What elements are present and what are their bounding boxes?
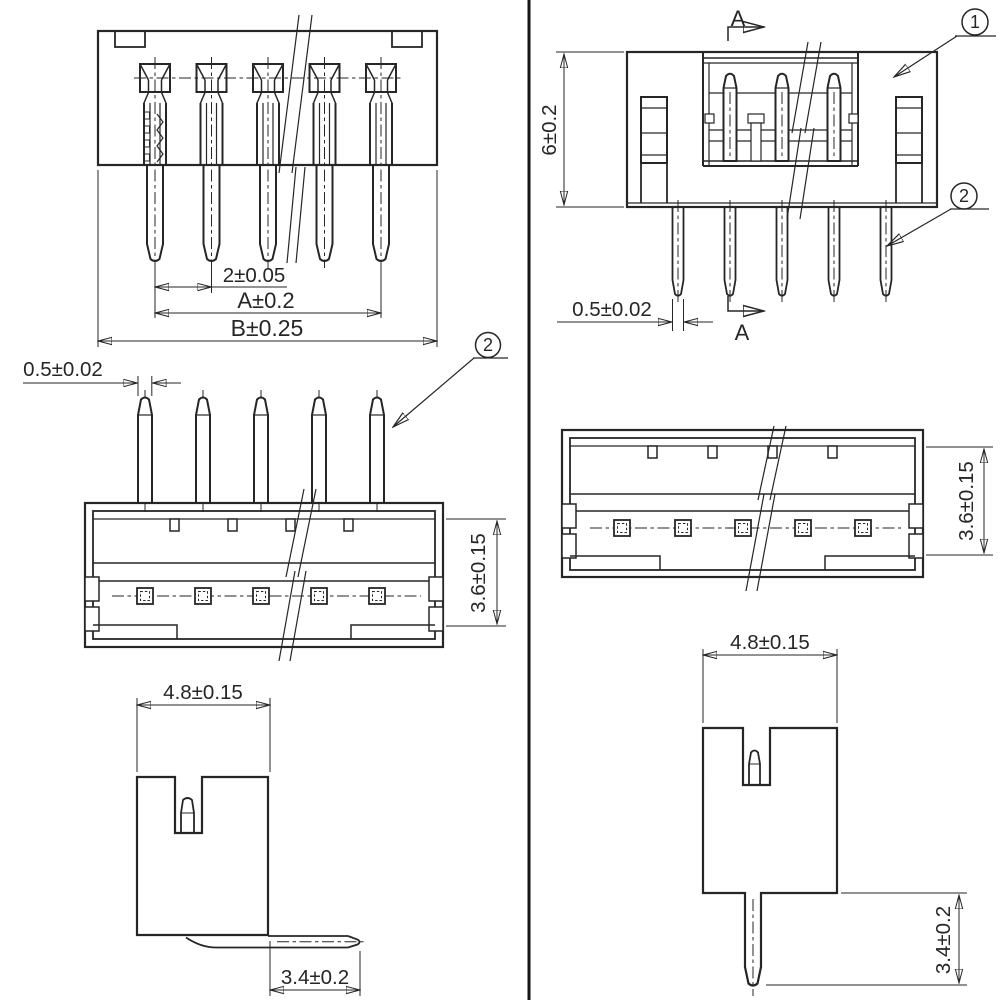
pin xyxy=(826,72,842,162)
housing-body xyxy=(135,775,270,937)
pin xyxy=(723,199,737,303)
break-lines xyxy=(745,425,787,592)
contact xyxy=(310,587,328,605)
balloon-housing-1: 1 xyxy=(894,8,996,77)
view-top: 3.6±0.15 xyxy=(560,425,993,592)
dim-pin-width-label: 0.5±0.02 xyxy=(23,358,103,381)
pin-tip-in-slot xyxy=(748,749,761,785)
dim-overall-width: B±0.25 xyxy=(98,170,437,347)
contact xyxy=(194,587,212,605)
pin xyxy=(195,56,228,269)
dim-body-width-right-angle: 4.8±0.15 xyxy=(137,681,270,772)
pin xyxy=(879,199,893,303)
section-arrow-bottom: A xyxy=(727,296,764,345)
housing-body xyxy=(701,726,839,987)
view-right-angle-side: 4.8±0.15 3.4±0.2 xyxy=(135,681,366,996)
side-rib-right xyxy=(895,96,923,203)
break-lines xyxy=(786,41,822,220)
dim-pin-length-label: 3.4±0.2 xyxy=(932,906,955,974)
keying-notch xyxy=(827,445,838,459)
dim-body-width-label: 4.8±0.15 xyxy=(163,681,243,704)
dim-height: 6±0.2 xyxy=(538,51,624,208)
housing-body xyxy=(560,428,925,579)
view-straight-side: 4.8±0.15 3.4±0.2 xyxy=(701,631,967,996)
balloon-pin-2-side: 2 xyxy=(393,331,508,428)
view-section-front: A A 1 2 6±0.2 0.5±0.02 xyxy=(538,6,996,345)
view-side: 0.5±0.02 3.6±0.15 2 xyxy=(23,331,508,662)
housing-body xyxy=(83,501,445,649)
dim-pin-width-label: 0.5±0.02 xyxy=(572,298,652,321)
dim-mating-depth-label: 3.6±0.15 xyxy=(955,461,978,541)
pin xyxy=(252,56,284,269)
view-front: 2±0.05 A±0.2 B±0.25 xyxy=(96,14,439,347)
pin xyxy=(827,199,841,303)
contact xyxy=(734,519,752,537)
keying-notch xyxy=(343,518,354,532)
pin xyxy=(369,389,385,513)
pin xyxy=(195,389,211,513)
balloon-pin-number: 2 xyxy=(959,186,969,206)
dim-mating-depth-top: 3.6±0.15 xyxy=(926,446,993,556)
pin xyxy=(308,56,341,269)
keying-notch xyxy=(227,518,238,532)
dim-pin-length-straight: 3.4±0.2 xyxy=(766,892,967,986)
pin-knurl-detail xyxy=(144,111,164,163)
pin xyxy=(722,72,738,162)
pin-tip-in-slot xyxy=(180,797,195,833)
pin xyxy=(253,389,269,513)
keying-notch xyxy=(169,518,180,532)
dim-height-label: 6±0.2 xyxy=(538,104,561,155)
section-arrow-top: A xyxy=(727,6,764,41)
pin xyxy=(774,72,790,162)
contact xyxy=(674,519,692,537)
dim-mating-depth-label: 3.6±0.15 xyxy=(467,533,490,613)
pin xyxy=(365,56,397,269)
pin xyxy=(139,56,171,269)
housing-body xyxy=(96,29,439,167)
keying-notch xyxy=(707,445,718,459)
pin xyxy=(671,199,685,303)
dim-mating-depth-side: 3.6±0.15 xyxy=(446,518,506,627)
keying-notch xyxy=(647,445,658,459)
break-lines xyxy=(278,488,317,662)
break-lines xyxy=(278,14,313,264)
dim-overall-width-label: B±0.25 xyxy=(231,315,304,341)
dim-pin-length-right-angle: 3.4±0.2 xyxy=(270,941,360,996)
contact xyxy=(368,587,386,605)
dim-row-span: A±0.2 xyxy=(155,267,381,318)
section-label-bottom: A xyxy=(735,320,750,345)
dim-pitch: 2±0.05 xyxy=(155,264,287,318)
mating-cavity xyxy=(702,52,859,167)
bent-pin xyxy=(185,935,366,949)
dim-body-width-straight: 4.8±0.15 xyxy=(703,631,837,723)
side-rib-left xyxy=(640,96,668,203)
contact xyxy=(613,519,631,537)
balloon-pin-2-section: 2 xyxy=(887,182,989,246)
contact xyxy=(136,587,154,605)
dim-pin-length-label: 3.4±0.2 xyxy=(281,966,349,989)
dim-pin-width-section: 0.5±0.02 xyxy=(557,298,713,331)
pin xyxy=(311,389,327,513)
dim-pin-width-side: 0.5±0.02 xyxy=(23,358,181,396)
keying-notch xyxy=(285,518,296,532)
dim-row-span-label: A±0.2 xyxy=(237,288,294,313)
balloon-housing-number: 1 xyxy=(970,12,980,32)
pin xyxy=(775,199,789,303)
balloon-pin-number: 2 xyxy=(483,335,493,355)
contact xyxy=(252,587,270,605)
dim-body-width-label: 4.8±0.15 xyxy=(730,631,810,654)
pin xyxy=(137,389,153,513)
dim-pitch-label: 2±0.05 xyxy=(223,264,286,287)
section-label-top: A xyxy=(731,6,746,31)
contact xyxy=(854,519,872,537)
contact xyxy=(794,519,812,537)
